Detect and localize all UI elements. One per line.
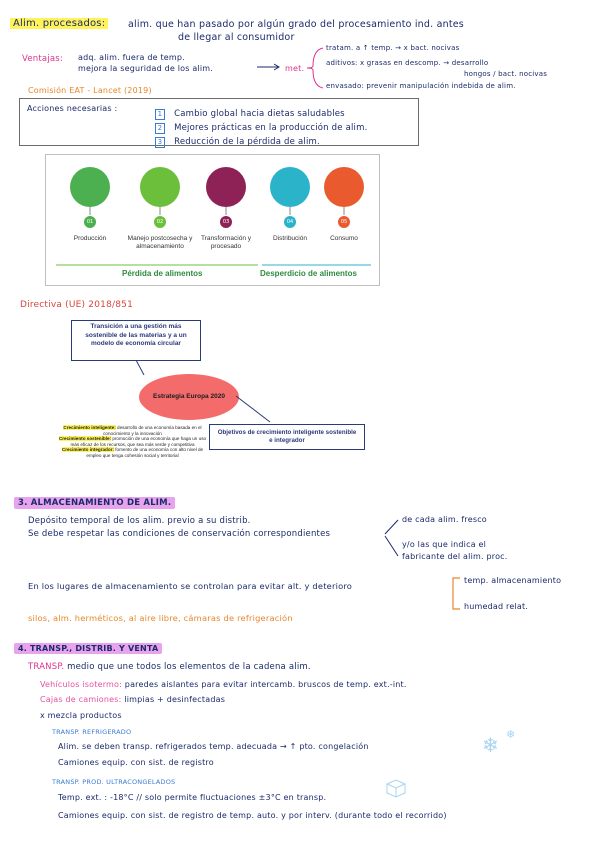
growth-item-2: Crecimiento sostenible: promoción de una… [55, 436, 210, 447]
transition-box: Transición a una gestión más sostenible … [71, 320, 201, 361]
strategy-ellipse: Estrategia Europa 2020 [139, 374, 239, 420]
growth-item-1: Crecimiento inteligente: desarrollo de u… [55, 425, 210, 436]
branch-2a: y/o las que indica el [402, 540, 487, 549]
actions-label: Acciones necesarias : [27, 104, 118, 113]
growth-key-3: Crecimiento integrador: [61, 447, 114, 453]
vehiculos-label: Vehículos isotermo: [40, 680, 123, 689]
action-2-text: Mejores prácticas en la producción de al… [174, 123, 368, 133]
action-1: 1 Cambio global hacia dietas saludables [155, 101, 345, 120]
growth-key-2: Crecimiento sostenible: [58, 436, 112, 442]
branch-2b: fabricante del alim. proc. [402, 552, 508, 561]
commission-title: Comisión EAT - Lancet (2019) [28, 86, 152, 95]
storage-types: silos, alm. herméticos, al aire libre, c… [28, 613, 293, 623]
section1-title: Alim. procesados: [10, 18, 109, 29]
stage-label-4: Distribución [273, 235, 307, 242]
storage-line-1: Depósito temporal de los alim. previo a … [28, 516, 251, 526]
ventajas-line-1: adq. alim. fuera de temp. [78, 53, 185, 62]
ultra-label: TRANSP. PROD. ULTRACONGELADOS [52, 778, 176, 786]
chain-connectors [56, 207, 371, 266]
refrig-line-2: Camiones equip. con sist. de registro [58, 758, 214, 767]
connector-line [135, 360, 145, 376]
postharvest-icon [140, 167, 180, 207]
met-item-1: tratam. a ↑ temp. → x bact. nocivas [326, 44, 460, 52]
action-2: 2 Mejores prácticas en la producción de … [155, 115, 367, 134]
section3-title-text: 3. ALMACENAMIENTO DE ALIM. [14, 497, 176, 509]
section4-title-text: 4. TRANSP., DISTRIB. Y VENTA [14, 643, 163, 654]
refrig-label: TRANSP. REFRIGERADO [52, 728, 132, 736]
distribution-icon [270, 167, 310, 207]
waste-label: Desperdicio de alimentos [260, 269, 357, 278]
loss-label: Pérdida de alimentos [122, 269, 203, 278]
objectives-box: Objetivos de crecimiento inteligente sos… [209, 424, 365, 450]
action-1-text: Cambio global hacia dietas saludables [174, 109, 345, 119]
control-2: humedad relat. [464, 602, 529, 611]
mezcla-line: x mezcla productos [40, 711, 122, 720]
connector-line-2 [236, 395, 271, 423]
growth-text-2: promoción de una economía que haga un us… [70, 436, 207, 447]
ventajas-label: Ventajas: [22, 54, 63, 64]
stage-label-1: Producción [73, 235, 107, 242]
production-icon [70, 167, 110, 207]
stage-dot-4: 04 [284, 216, 296, 228]
met-item-2: aditivos: x grasas en descomp. → desarro… [326, 59, 489, 67]
action-3: 3 Reducción de la pérdida de alim. [155, 129, 320, 148]
storage-line-2: Se debe respetar las condiciones de cons… [28, 529, 331, 539]
vehiculos-line: Vehículos isotermo: paredes aislantes pa… [40, 680, 407, 689]
actions-box [19, 98, 419, 146]
stage-dot-1: 01 [84, 216, 96, 228]
snowflake-icon: ❄ [482, 733, 499, 757]
box-icon [386, 779, 406, 798]
section3-title: 3. ALMACENAMIENTO DE ALIM. [14, 497, 176, 509]
growth-item-3: Crecimiento integrador: fomento de una e… [55, 447, 210, 458]
consumption-icon [324, 167, 364, 207]
arrow-icon [257, 63, 280, 71]
ultra-line-2: Camiones equip. con sist. de registro de… [58, 811, 447, 820]
action-1-number: 1 [155, 109, 165, 120]
met-label: met. [285, 64, 305, 73]
action-2-number: 2 [155, 123, 165, 134]
action-3-number: 3 [155, 137, 165, 148]
branch-lines [384, 519, 399, 557]
stage-label-5: Consumo [330, 235, 358, 242]
title-text: Alim. procesados: [10, 18, 109, 29]
definition-line-1: alim. que han pasado por algún grado del… [128, 19, 464, 30]
met-item-4: envasado: prevenir manipulación indebida… [326, 82, 516, 90]
met-item-3: hongos / bact. nocivas [464, 70, 548, 78]
stage-label-2: Manejo postcosecha y almacenamiento [127, 235, 193, 250]
stage-label-3: Transformación y procesado [201, 235, 251, 250]
branch-1: de cada alim. fresco [402, 515, 487, 524]
definition-line-2: de llegar al consumidor [178, 32, 295, 43]
refrig-line-1: Alim. se deben transp. refrigerados temp… [58, 742, 369, 751]
growth-text-1: desarrollo de una economía basada en el … [103, 425, 202, 436]
food-chain-diagram: 01 02 03 04 05 Producción Manejo postcos… [45, 154, 380, 286]
stage-dot-3: 03 [220, 216, 232, 228]
action-3-text: Reducción de la pérdida de alim. [174, 137, 320, 147]
stage-dot-2: 02 [154, 216, 166, 228]
cajas-line: Cajas de camiones: limpias + desinfectad… [40, 695, 225, 704]
processing-icon [206, 167, 246, 207]
control-line: En los lugares de almacenamiento se cont… [28, 581, 353, 591]
directive-title: Directiva (UE) 2018/851 [20, 300, 134, 310]
growth-text-3: fomento de una economía con alto nivel d… [86, 447, 204, 458]
ultra-line-1: Temp. ext. : -18°C // solo permite fluct… [58, 793, 327, 802]
bracket-icon [452, 577, 460, 610]
transp-label: TRANSP. [28, 662, 65, 672]
transp-definition: TRANSP. medio que une todos los elemento… [28, 662, 311, 672]
brace-icon [306, 47, 324, 89]
ventajas-line-2: mejora la seguridad de los alim. [78, 64, 214, 73]
cajas-text: limpias + desinfectadas [124, 695, 226, 704]
transp-def: medio que une todos los elementos de la … [67, 662, 311, 672]
growth-types: Crecimiento inteligente: desarrollo de u… [55, 425, 210, 459]
control-1: temp. almacenamiento [464, 576, 562, 585]
stage-dot-5: 05 [338, 216, 350, 228]
vehiculos-text: paredes aislantes para evitar intercamb.… [124, 680, 407, 689]
snowflake-small-icon: ❄ [506, 728, 516, 741]
cajas-label: Cajas de camiones: [40, 695, 122, 704]
growth-key-1: Crecimiento inteligente: [63, 425, 116, 430]
section4-title: 4. TRANSP., DISTRIB. Y VENTA [14, 643, 163, 654]
